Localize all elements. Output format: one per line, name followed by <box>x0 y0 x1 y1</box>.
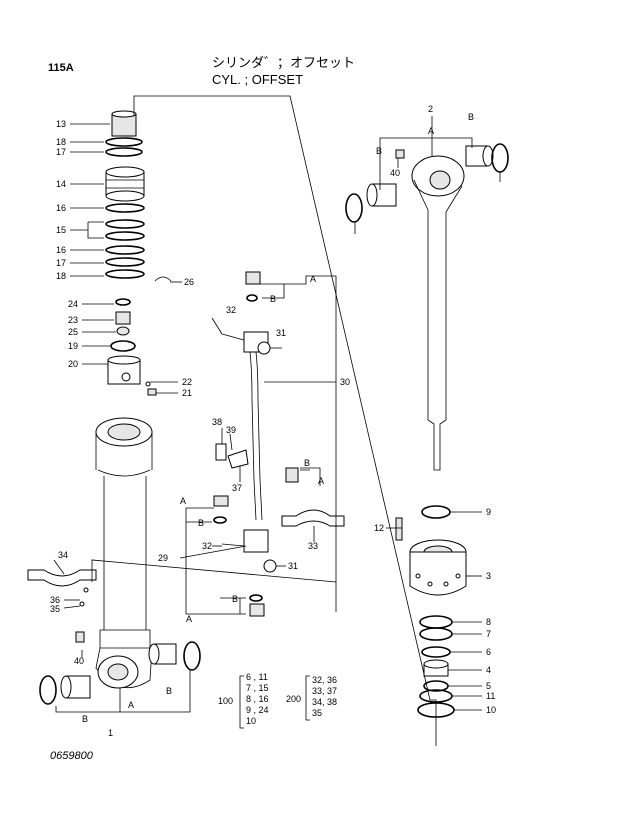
callout-34: 35 <box>50 604 60 614</box>
letter-a-cyl: A <box>128 700 134 710</box>
kit-200-row-1: 32, 36 <box>312 675 337 685</box>
kit-200: 200 32, 36 33, 37 34, 38 35 <box>286 675 337 718</box>
callout-16: 16 <box>56 203 66 213</box>
letter-labels: A B B A B B A A B B A B B A <box>82 112 474 724</box>
kit-100-row-1: 6 , 11 <box>246 672 268 682</box>
kit-100-row-4: 9 , 24 <box>246 705 269 715</box>
kit-100-row-5: 10 <box>246 716 256 726</box>
title-english: CYL. ; OFFSET <box>212 72 304 87</box>
callout-1: 1 <box>108 728 113 738</box>
kit-100-row-2: 7 , 15 <box>246 683 269 693</box>
callout-37: 38 <box>212 417 222 427</box>
callout-29: 30 <box>340 377 350 387</box>
kit-100-label: 100 <box>218 696 233 706</box>
cylinder-tube <box>27 417 201 705</box>
callout-30: 31 <box>276 328 286 338</box>
callout-39b: 40 <box>390 168 400 178</box>
callout-25: 25 <box>68 327 78 337</box>
callout-5: 5 <box>486 681 491 691</box>
callout-22: 22 <box>182 377 192 387</box>
callout-12: 12 <box>374 523 384 533</box>
leader-lines <box>53 95 501 746</box>
callout-23: 23 <box>68 315 78 325</box>
letter-a-pipe-top: A <box>310 274 316 284</box>
title-japanese: シリンダ゛；オフセット <box>212 56 356 71</box>
letter-b-rod-right: B <box>468 112 474 122</box>
piston-stack <box>105 110 172 396</box>
letter-a-rod: A <box>428 126 434 136</box>
callout-17: 17 <box>56 147 66 157</box>
callout-20: 20 <box>68 359 78 369</box>
callout-18: 18 <box>56 137 66 147</box>
letter-b-pipe-bottom: B <box>232 594 238 604</box>
callout-28: 29 <box>158 553 168 563</box>
kit-200-row-3: 34, 38 <box>312 697 337 707</box>
piping <box>213 271 345 617</box>
callout-labels: 13 18 17 14 16 15 16 17 18 26 24 23 25 1… <box>50 104 496 738</box>
callout-15: 15 <box>56 225 66 235</box>
letter-b-rod-left: B <box>376 146 382 156</box>
callout-6: 6 <box>486 647 491 657</box>
callout-17b: 17 <box>56 258 66 268</box>
callout-13: 13 <box>56 119 66 129</box>
callout-3: 3 <box>486 571 491 581</box>
callout-31b: 32 <box>202 541 212 551</box>
kit-100: 100 6 , 11 7 , 15 8 , 16 9 , 24 10 <box>218 672 269 726</box>
callout-4: 4 <box>486 665 491 675</box>
callout-14: 14 <box>56 179 66 189</box>
callout-18b: 18 <box>56 271 66 281</box>
callout-19: 19 <box>68 341 78 351</box>
rod-assembly <box>345 143 509 718</box>
letter-a-pipe-bottom: A <box>186 614 192 624</box>
callout-26: 26 <box>184 277 194 287</box>
drawing-number: 0659800 <box>50 750 93 762</box>
kit-200-label: 200 <box>286 694 301 704</box>
callout-24: 24 <box>68 299 78 309</box>
callout-9: 9 <box>486 507 491 517</box>
kit-200-row-4: 35 <box>312 708 322 718</box>
letter-b-pipe-lower: B <box>198 518 204 528</box>
callout-30b: 31 <box>288 561 298 571</box>
kit-200-row-2: 33, 37 <box>312 686 337 696</box>
callout-36: 37 <box>232 483 242 493</box>
callout-11: 11 <box>486 691 495 701</box>
letter-a-pipe-mid: A <box>318 476 324 486</box>
page-number: 115A <box>48 62 74 74</box>
letter-b-pipe-top: B <box>270 294 276 304</box>
callout-21: 21 <box>182 388 192 398</box>
kit-100-row-3: 8 , 16 <box>246 694 269 704</box>
letter-b-pipe-mid: B <box>304 458 310 468</box>
callout-8: 8 <box>486 617 491 627</box>
callout-31: 32 <box>226 305 236 315</box>
letter-a-pipe-lower: A <box>180 496 186 506</box>
callout-10: 10 <box>486 705 496 715</box>
callout-38: 39 <box>226 425 236 435</box>
callout-33: 34 <box>58 550 68 560</box>
callout-39: 40 <box>74 656 84 666</box>
callout-2: 2 <box>428 104 433 114</box>
callout-35: 36 <box>50 595 60 605</box>
callout-16b: 16 <box>56 245 66 255</box>
letter-b-cyl-right: B <box>166 686 172 696</box>
callout-7: 7 <box>486 629 491 639</box>
callout-32: 33 <box>308 541 318 551</box>
letter-b-cyl-left: B <box>82 714 88 724</box>
